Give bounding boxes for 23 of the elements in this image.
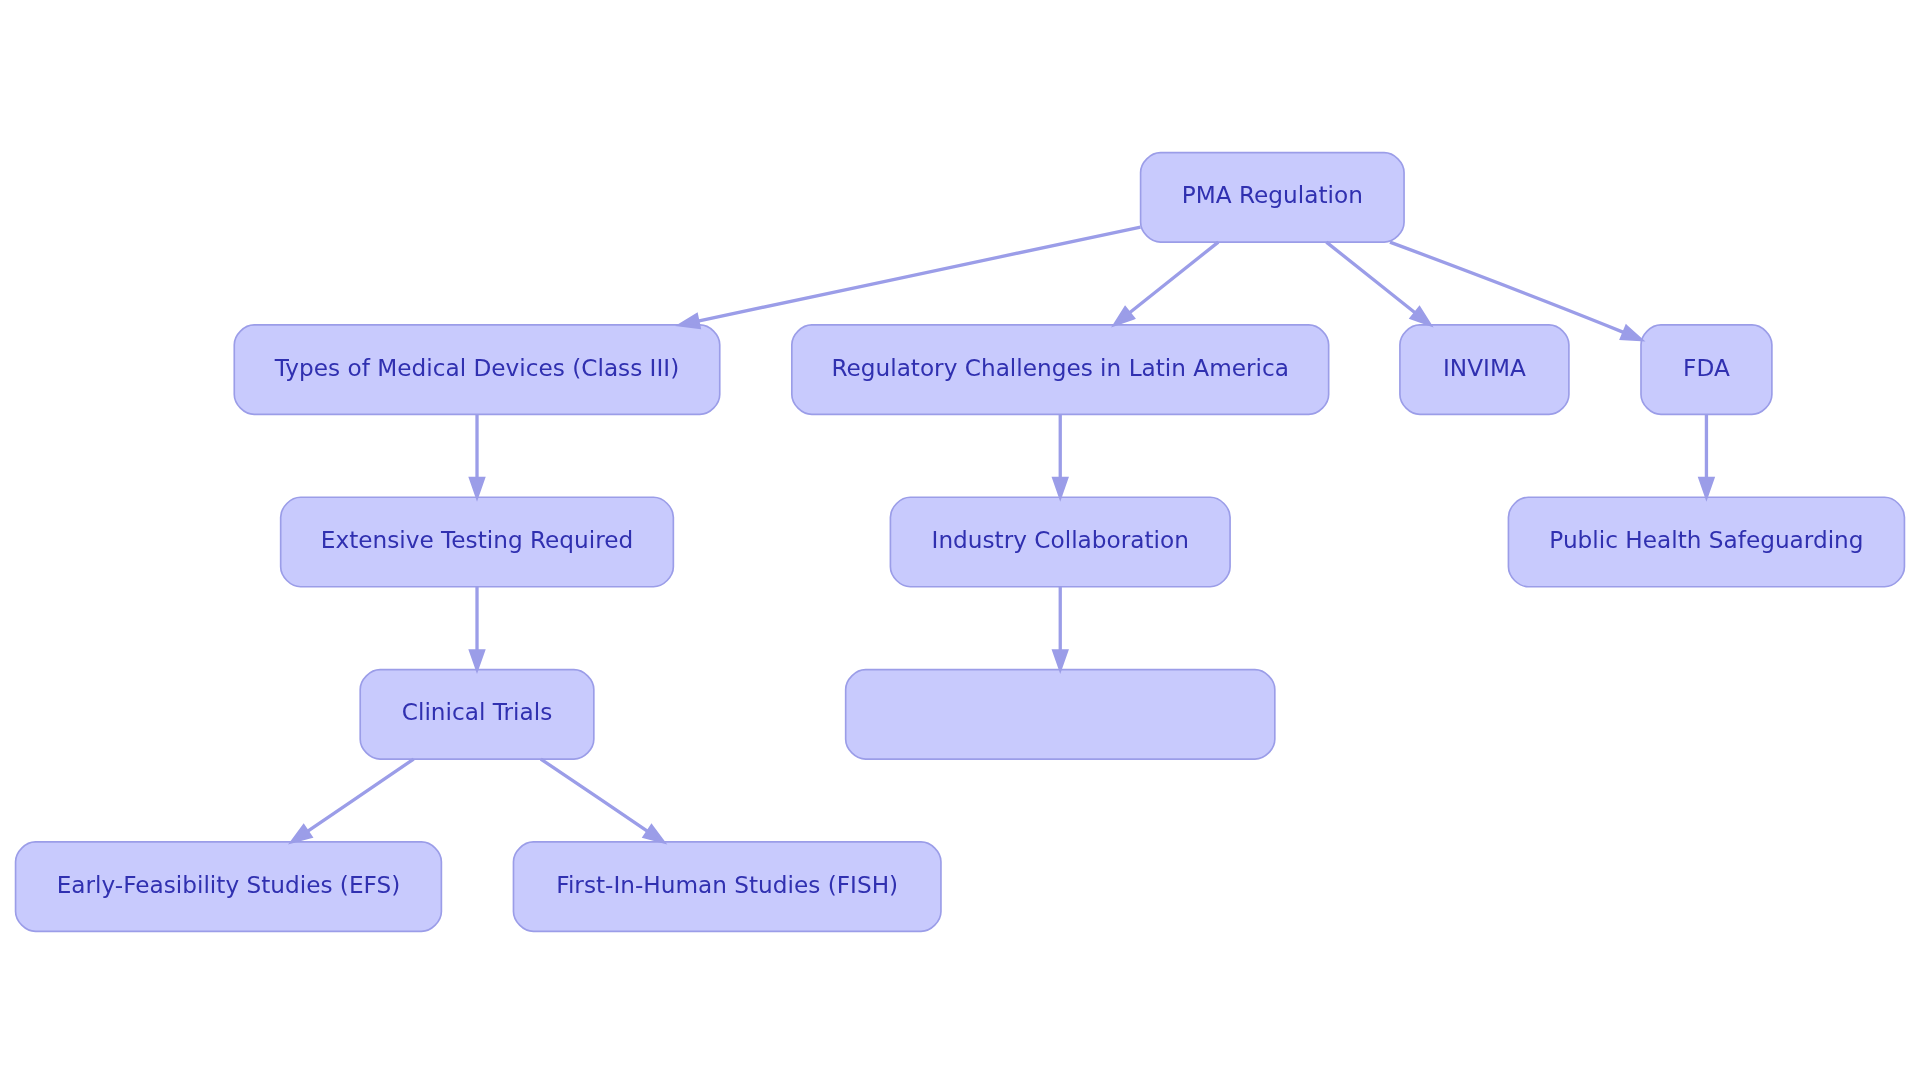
node-box: Regulatory Challenges in Latin America xyxy=(791,323,1330,415)
node-box: First-In-Human Studies (FISH) xyxy=(512,840,942,932)
node-box: Early-Feasibility Studies (EFS) xyxy=(14,840,443,932)
node-box: INVIMA xyxy=(1399,323,1570,415)
arrow xyxy=(1389,240,1646,342)
node-box: PMA Regulation xyxy=(1139,151,1405,243)
arrow xyxy=(468,413,486,502)
arrow xyxy=(1051,586,1069,674)
arrow xyxy=(1051,413,1069,502)
arrow xyxy=(1697,413,1716,502)
arrow xyxy=(468,586,486,674)
node-box: Extensive Testing Required xyxy=(279,495,675,588)
arrow xyxy=(675,224,1141,329)
arrow xyxy=(1111,240,1220,328)
arrow xyxy=(288,757,415,844)
node-box: Clinical Trials xyxy=(359,668,595,760)
node-box: FDA xyxy=(1640,323,1773,415)
arrow xyxy=(539,757,668,844)
node-box: Public Health Safeguarding xyxy=(1507,495,1906,588)
arrow xyxy=(1325,240,1434,328)
node-box xyxy=(844,668,1276,760)
node-box: Types of Medical Devices (Class III) xyxy=(233,323,721,415)
node-box: Industry Collaboration xyxy=(889,495,1231,588)
